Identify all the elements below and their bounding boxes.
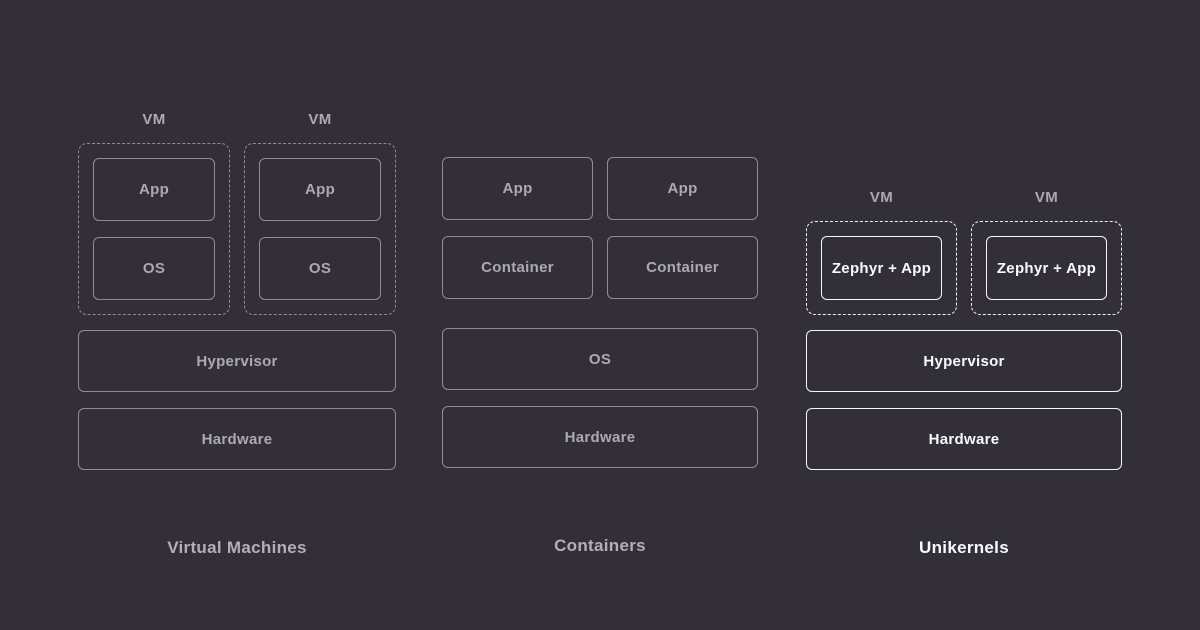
zephyr-app-box: Zephyr + App (986, 236, 1107, 300)
container-row: Container Container (442, 236, 758, 299)
os-box: OS (442, 328, 758, 390)
zephyr-app-box-label: Zephyr + App (996, 259, 1097, 277)
vm-labels-row: VM VM (78, 111, 396, 129)
vm-label: VM (1034, 189, 1059, 206)
hypervisor-box-label: Hypervisor (196, 352, 278, 370)
hardware-box: Hardware (806, 408, 1122, 470)
os-box-label: OS (308, 260, 332, 277)
vm-labels-row: VM VM (806, 189, 1122, 207)
os-box-label: OS (142, 260, 166, 277)
container-box: Container (442, 236, 593, 299)
vm-group: Zephyr + App (971, 221, 1122, 315)
zephyr-app-box-label: Zephyr + App (831, 259, 932, 277)
os-box-label: OS (588, 350, 612, 368)
vm-groups-row: Zephyr + App Zephyr + App (806, 221, 1122, 315)
vm-label: VM (869, 189, 894, 206)
app-box: App (607, 157, 758, 220)
os-box: OS (259, 237, 381, 300)
app-box-label: App (304, 181, 336, 198)
column-caption-containers: Containers (554, 536, 646, 555)
hypervisor-box: Hypervisor (78, 330, 396, 392)
vm-group: Zephyr + App (806, 221, 957, 315)
hardware-box: Hardware (442, 406, 758, 468)
column-caption-virtual-machines: Virtual Machines (167, 538, 307, 557)
hardware-box: Hardware (78, 408, 396, 470)
app-box: App (442, 157, 593, 220)
zephyr-app-box: Zephyr + App (821, 236, 942, 300)
container-box-label: Container (481, 259, 554, 276)
vm-group: App OS (78, 143, 230, 315)
app-box-label: App (502, 180, 533, 197)
app-box: App (259, 158, 381, 221)
column-containers: App App Container Container OS Hardware … (442, 0, 758, 556)
vm-label: VM (142, 111, 166, 128)
container-box-label: Container (646, 259, 719, 276)
hypervisor-box: Hypervisor (806, 330, 1122, 392)
column-caption-unikernels: Unikernels (919, 538, 1009, 557)
app-row: App App (442, 157, 758, 220)
hardware-box-label: Hardware (928, 430, 1000, 448)
app-box-label: App (667, 180, 698, 197)
vm-groups-row: App OS App OS (78, 143, 396, 315)
vm-label: VM (308, 111, 332, 128)
os-box: OS (93, 237, 215, 300)
app-box: App (93, 158, 215, 221)
hardware-box-label: Hardware (564, 428, 636, 446)
vm-group: App OS (244, 143, 396, 315)
hypervisor-box-label: Hypervisor (923, 352, 1005, 370)
column-unikernels: VM VM Zephyr + App Zephyr + App Hypervis… (806, 0, 1122, 558)
container-box: Container (607, 236, 758, 299)
app-box-label: App (138, 181, 170, 198)
hardware-box-label: Hardware (201, 430, 273, 448)
column-virtual-machines: VM VM App OS App OS Hypervis (78, 0, 396, 558)
